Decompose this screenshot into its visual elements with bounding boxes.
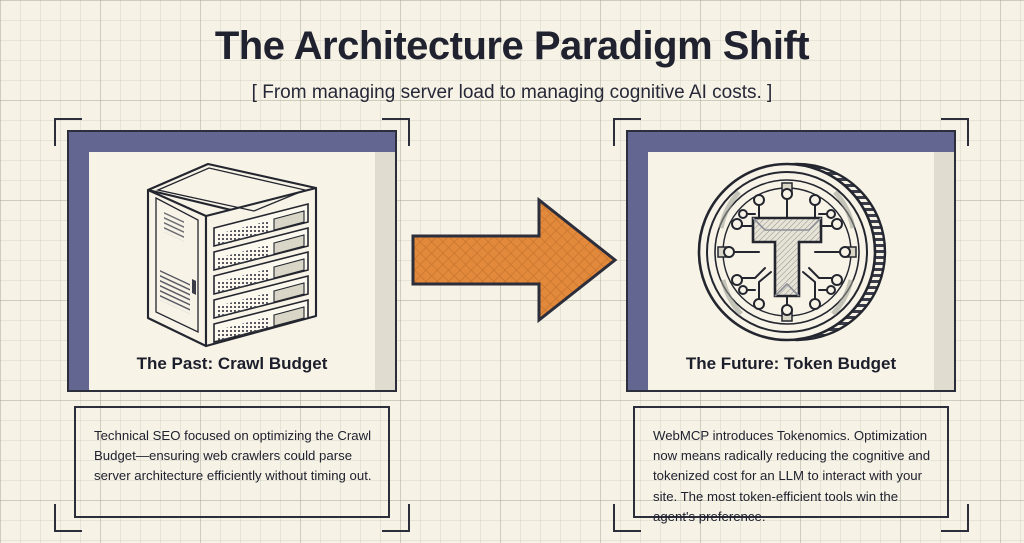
panel-body: The Past: Crawl Budget <box>69 132 395 390</box>
description-text-future: WebMCP introduces Tokenomics. Optimizati… <box>653 428 931 524</box>
panel-accent-top <box>69 132 395 152</box>
column-past: The Past: Crawl Budget Technical SEO foc… <box>54 118 410 532</box>
panel-accent-left <box>628 132 648 390</box>
panel-shadow-bar <box>375 132 395 390</box>
panel-caption-past: The Past: Crawl Budget <box>136 354 328 373</box>
panel-shadow-bar <box>934 132 954 390</box>
page-subtitle: [ From managing server load to managing … <box>251 82 773 103</box>
description-box-past: Technical SEO focused on optimizing the … <box>74 406 390 518</box>
panel-accent-top <box>628 132 954 152</box>
panel-accent-left <box>69 132 89 390</box>
column-future: The Future: Token Budget WebMCP introduc… <box>613 118 969 532</box>
illustration-panel-future: The Future: Token Budget <box>626 130 956 392</box>
token-coin-icon <box>693 154 889 355</box>
illustration-panel-past: The Past: Crawl Budget <box>67 130 397 392</box>
description-text-past: Technical SEO focused on optimizing the … <box>94 428 372 484</box>
right-arrow-icon <box>409 196 619 324</box>
page-title: The Architecture Paradigm Shift <box>214 24 810 68</box>
panel-body: The Future: Token Budget <box>628 132 954 390</box>
description-box-future: WebMCP introduces Tokenomics. Optimizati… <box>633 406 949 524</box>
panel-caption-future: The Future: Token Budget <box>685 354 897 373</box>
server-tower-icon <box>134 154 330 355</box>
